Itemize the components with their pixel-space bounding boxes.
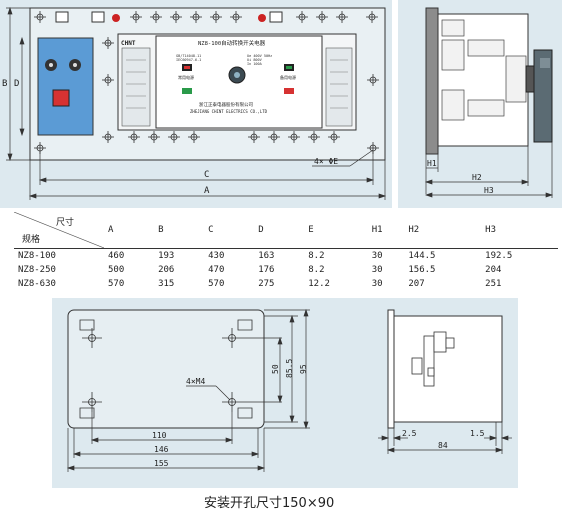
cell-E: 12.2 xyxy=(308,279,330,289)
maker-en-label: ZHEJIANG CHINT ELECTRICS CO.,LTD xyxy=(190,109,268,114)
corner-header-cell: 尺寸 规格 xyxy=(14,212,104,249)
dim-label-110: 110 xyxy=(152,431,167,440)
cell-H3: 204 xyxy=(485,265,502,275)
cert-line-2: IEC60947-6-1 xyxy=(176,58,201,62)
col-header-H3: H3 xyxy=(481,212,558,249)
spec-table-header: 尺寸 规格 A B C D E H1 H2 H3 xyxy=(14,212,558,249)
side-mount-body xyxy=(393,315,503,423)
dim-label-1-5: 1.5 xyxy=(470,429,485,438)
cell-A: 570 xyxy=(108,279,125,289)
table-row: NZ8-100 460 193 430 163 8.2 30 144.5 192… xyxy=(14,249,558,264)
backup-red-lamp xyxy=(284,88,294,94)
spec-line-3: In 100A xyxy=(247,62,263,66)
spec-line-1: Ue 400V 50Hz xyxy=(247,54,272,58)
emergency-stop-button xyxy=(52,89,70,107)
col-header-H2: H2 xyxy=(404,212,482,249)
table-row: NZ8-630 570 315 570 275 12.2 30 207 251 xyxy=(14,277,558,291)
col-header-C: C xyxy=(204,212,255,249)
col-header-D: D xyxy=(254,212,305,249)
dim-label-84: 84 xyxy=(438,441,448,450)
cell-H2: 156.5 xyxy=(408,265,436,275)
dim-label-95: 95 xyxy=(299,364,308,374)
front-view-drawing: CHNT NZ8-100自动转换开关电器 GB/T14048.11 IEC609… xyxy=(2,6,387,200)
red-lamp-2 xyxy=(258,14,266,22)
cell-D: 176 xyxy=(258,265,275,275)
dim-label-D: D xyxy=(14,79,19,89)
side-view-drawing: H1 H2 H3 xyxy=(424,7,554,198)
brand-label: CHNT xyxy=(121,40,136,47)
cell-A: 460 xyxy=(108,251,125,261)
mounting-caption: 安装开孔尺寸150×90 xyxy=(204,496,335,511)
cell-H2: 144.5 xyxy=(408,251,436,261)
mounting-plate-outline xyxy=(67,309,265,429)
cell-H3: 251 xyxy=(485,279,502,289)
cell-D: 163 xyxy=(258,251,275,261)
spec-line-2: Ui 800V xyxy=(247,58,263,62)
cell-D: 275 xyxy=(258,279,275,289)
cert-line-1: GB/T14048.11 xyxy=(176,54,201,58)
cell-H3: 192.5 xyxy=(485,251,513,261)
spec-table: 尺寸 规格 A B C D E H1 H2 H3 NZ8-100 460 193… xyxy=(14,212,558,291)
red-lamp-1 xyxy=(112,14,120,22)
dim-label-H2: H2 xyxy=(472,173,482,182)
dim-label-A: A xyxy=(204,186,210,196)
dim-label-2-5: 2.5 xyxy=(402,429,417,438)
side-handle xyxy=(533,49,553,143)
dim-label-C: C xyxy=(204,170,209,180)
maker-cn-label: 浙江正泰电器股份有限公司 xyxy=(199,101,253,108)
cell-H1: 30 xyxy=(371,251,383,261)
normal-green-lamp xyxy=(182,88,192,94)
dim-label-holes-E: 4× ΦE xyxy=(314,157,338,166)
side-mount-plate xyxy=(387,309,395,429)
cell-B: 206 xyxy=(158,265,175,275)
cell-H1: 30 xyxy=(371,265,383,275)
dim-label-50: 50 xyxy=(271,364,280,374)
mounting-drawing: 4×M4 50 85.5 95 110 146 155 2.5 1.5 84 xyxy=(66,308,512,472)
col-header-B: B xyxy=(154,212,205,249)
dim-label-146: 146 xyxy=(154,445,169,454)
dim-label-85-5: 85.5 xyxy=(285,359,294,378)
side-plate xyxy=(425,7,439,155)
corner-header-model: 规格 xyxy=(22,235,41,245)
cell-H1: 30 xyxy=(371,279,383,289)
backup-source-label: 备用电源 xyxy=(280,74,296,80)
dim-label-H1: H1 xyxy=(427,159,437,168)
corner-diagonal xyxy=(14,212,104,248)
cell-A: 500 xyxy=(108,265,125,275)
row-model: NZ8-250 xyxy=(18,265,56,275)
row-model: NZ8-630 xyxy=(18,279,56,289)
cell-C: 430 xyxy=(208,251,225,261)
cell-B: 315 xyxy=(158,279,175,289)
col-header-H1: H1 xyxy=(367,212,405,249)
cell-E: 8.2 xyxy=(308,251,325,261)
normal-source-label: 常用电源 xyxy=(178,74,194,80)
cell-C: 470 xyxy=(208,265,225,275)
dim-label-155: 155 xyxy=(154,459,169,468)
cell-E: 8.2 xyxy=(308,265,325,275)
dim-label-B: B xyxy=(2,79,7,89)
cell-B: 193 xyxy=(158,251,175,261)
model-line-label: NZ8-100自动转换开关电器 xyxy=(198,39,266,47)
cell-C: 570 xyxy=(208,279,225,289)
control-box xyxy=(37,37,94,136)
row-model: NZ8-100 xyxy=(18,251,56,261)
corner-header-size: 尺寸 xyxy=(56,218,75,228)
side-handle-mount xyxy=(525,65,535,93)
dim-label-holes-M4: 4×M4 xyxy=(186,377,205,386)
cell-H2: 207 xyxy=(408,279,425,289)
dim-label-H3: H3 xyxy=(484,186,494,195)
table-row: NZ8-250 500 206 470 176 8.2 30 156.5 204 xyxy=(14,263,558,277)
col-header-E: E xyxy=(304,212,368,249)
col-header-A: A xyxy=(104,212,155,249)
